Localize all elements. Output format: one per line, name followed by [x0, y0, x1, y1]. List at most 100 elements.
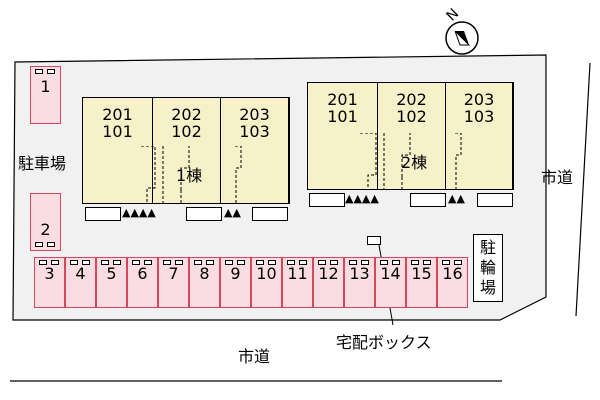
road-right-label: 市道	[541, 168, 574, 187]
unit-203: 203	[463, 90, 495, 109]
slot-number: 5	[106, 264, 117, 283]
bicycle-parking: 駐 輪 場	[473, 234, 503, 302]
parking-slot-14: 14	[375, 257, 406, 308]
parking-slot-6: 6	[127, 257, 158, 308]
slot-number: 2	[40, 220, 51, 239]
entrance-marks: ▲▲▲▲	[122, 206, 156, 219]
road-bottom-label: 市道	[238, 347, 271, 366]
wheel-stopper	[392, 260, 400, 265]
slot-number: 1	[40, 77, 51, 96]
parking-slot-13: 13	[344, 257, 375, 308]
wheel-stopper	[299, 260, 307, 265]
wheel-stopper	[423, 260, 431, 265]
wheel-stopper	[225, 260, 233, 265]
wheel-stopper	[318, 260, 326, 265]
north-compass-icon: N	[444, 6, 479, 55]
unit-101: 101	[102, 122, 133, 141]
wheel-stopper	[411, 260, 419, 265]
building-1-name: 1棟	[176, 166, 203, 185]
wheel-stopper	[268, 260, 276, 265]
parking-slot-10: 10	[251, 257, 282, 308]
wheel-stopper	[144, 260, 152, 265]
wheel-stopper	[51, 260, 59, 265]
parking-slot-9: 9	[220, 257, 251, 308]
slot-number: 16	[442, 264, 463, 283]
storage-box	[85, 207, 121, 221]
entrance-marks: ▲▲	[224, 206, 241, 219]
slot-number: 15	[411, 264, 432, 283]
wheel-stopper	[35, 242, 43, 247]
slot-number: 11	[287, 264, 308, 283]
parking-slot-8: 8	[189, 257, 220, 308]
wheel-stopper	[194, 260, 202, 265]
wheel-stopper	[47, 69, 55, 74]
unit-101: 101	[327, 107, 358, 126]
slot-number: 13	[349, 264, 370, 283]
storage-box	[410, 193, 446, 207]
wheel-stopper	[101, 260, 109, 265]
slot-number: 9	[230, 264, 241, 283]
parking-slot-4: 4	[65, 257, 96, 308]
unit-103: 103	[239, 122, 270, 141]
unit-202: 202	[396, 90, 427, 109]
wheel-stopper	[82, 260, 90, 265]
slot-number: 8	[199, 264, 210, 283]
wheel-stopper	[39, 260, 47, 265]
parking-slot-11: 11	[282, 257, 313, 308]
wheel-stopper	[237, 260, 245, 265]
building-2-name: 2棟	[401, 153, 428, 172]
wheel-stopper	[70, 260, 78, 265]
wheel-stopper	[361, 260, 369, 265]
storage-box	[477, 193, 513, 207]
slot-number: 10	[256, 264, 277, 283]
wheel-stopper	[454, 260, 462, 265]
wheel-stopper	[175, 260, 183, 265]
parking-label: 駐車場	[18, 154, 67, 173]
stairs-outline	[360, 133, 462, 190]
delivery-box	[367, 236, 381, 245]
parking-slot-7: 7	[158, 257, 189, 308]
wheel-stopper	[287, 260, 295, 265]
unit-202: 202	[171, 105, 202, 124]
wheel-stopper	[256, 260, 264, 265]
slot-number: 3	[44, 264, 55, 283]
slot-number: 12	[318, 264, 339, 283]
entrance-marks: ▲▲	[448, 192, 465, 205]
wheel-stopper	[35, 69, 43, 74]
parking-slot-1: 1	[30, 66, 61, 124]
parking-slot-5: 5	[96, 257, 127, 308]
parking-slot-15: 15	[406, 257, 437, 308]
wheel-stopper	[442, 260, 450, 265]
slot-number: 14	[380, 264, 401, 283]
parking-slot-3: 3	[34, 257, 65, 308]
wheel-stopper	[330, 260, 338, 265]
parking-slot-16: 16	[437, 257, 468, 308]
unit-201: 201	[102, 105, 133, 124]
wheel-stopper	[163, 260, 171, 265]
delivery-box-label: 宅配ボックス	[336, 333, 432, 352]
unit-102: 102	[171, 122, 202, 141]
stairs-outline	[141, 146, 242, 203]
wheel-stopper	[206, 260, 214, 265]
unit-103: 103	[463, 107, 495, 126]
parking-slot-2: 2	[30, 193, 61, 251]
unit-201: 201	[327, 90, 358, 109]
storage-box	[252, 207, 288, 221]
unit-102: 102	[396, 107, 427, 126]
wheel-stopper	[380, 260, 388, 265]
storage-box	[309, 193, 345, 207]
wheel-stopper	[47, 242, 55, 247]
unit-203: 203	[239, 105, 270, 124]
slot-number: 7	[168, 264, 179, 283]
storage-box	[186, 207, 222, 221]
wheel-stopper	[349, 260, 357, 265]
entrance-marks: ▲▲▲▲	[345, 192, 379, 205]
